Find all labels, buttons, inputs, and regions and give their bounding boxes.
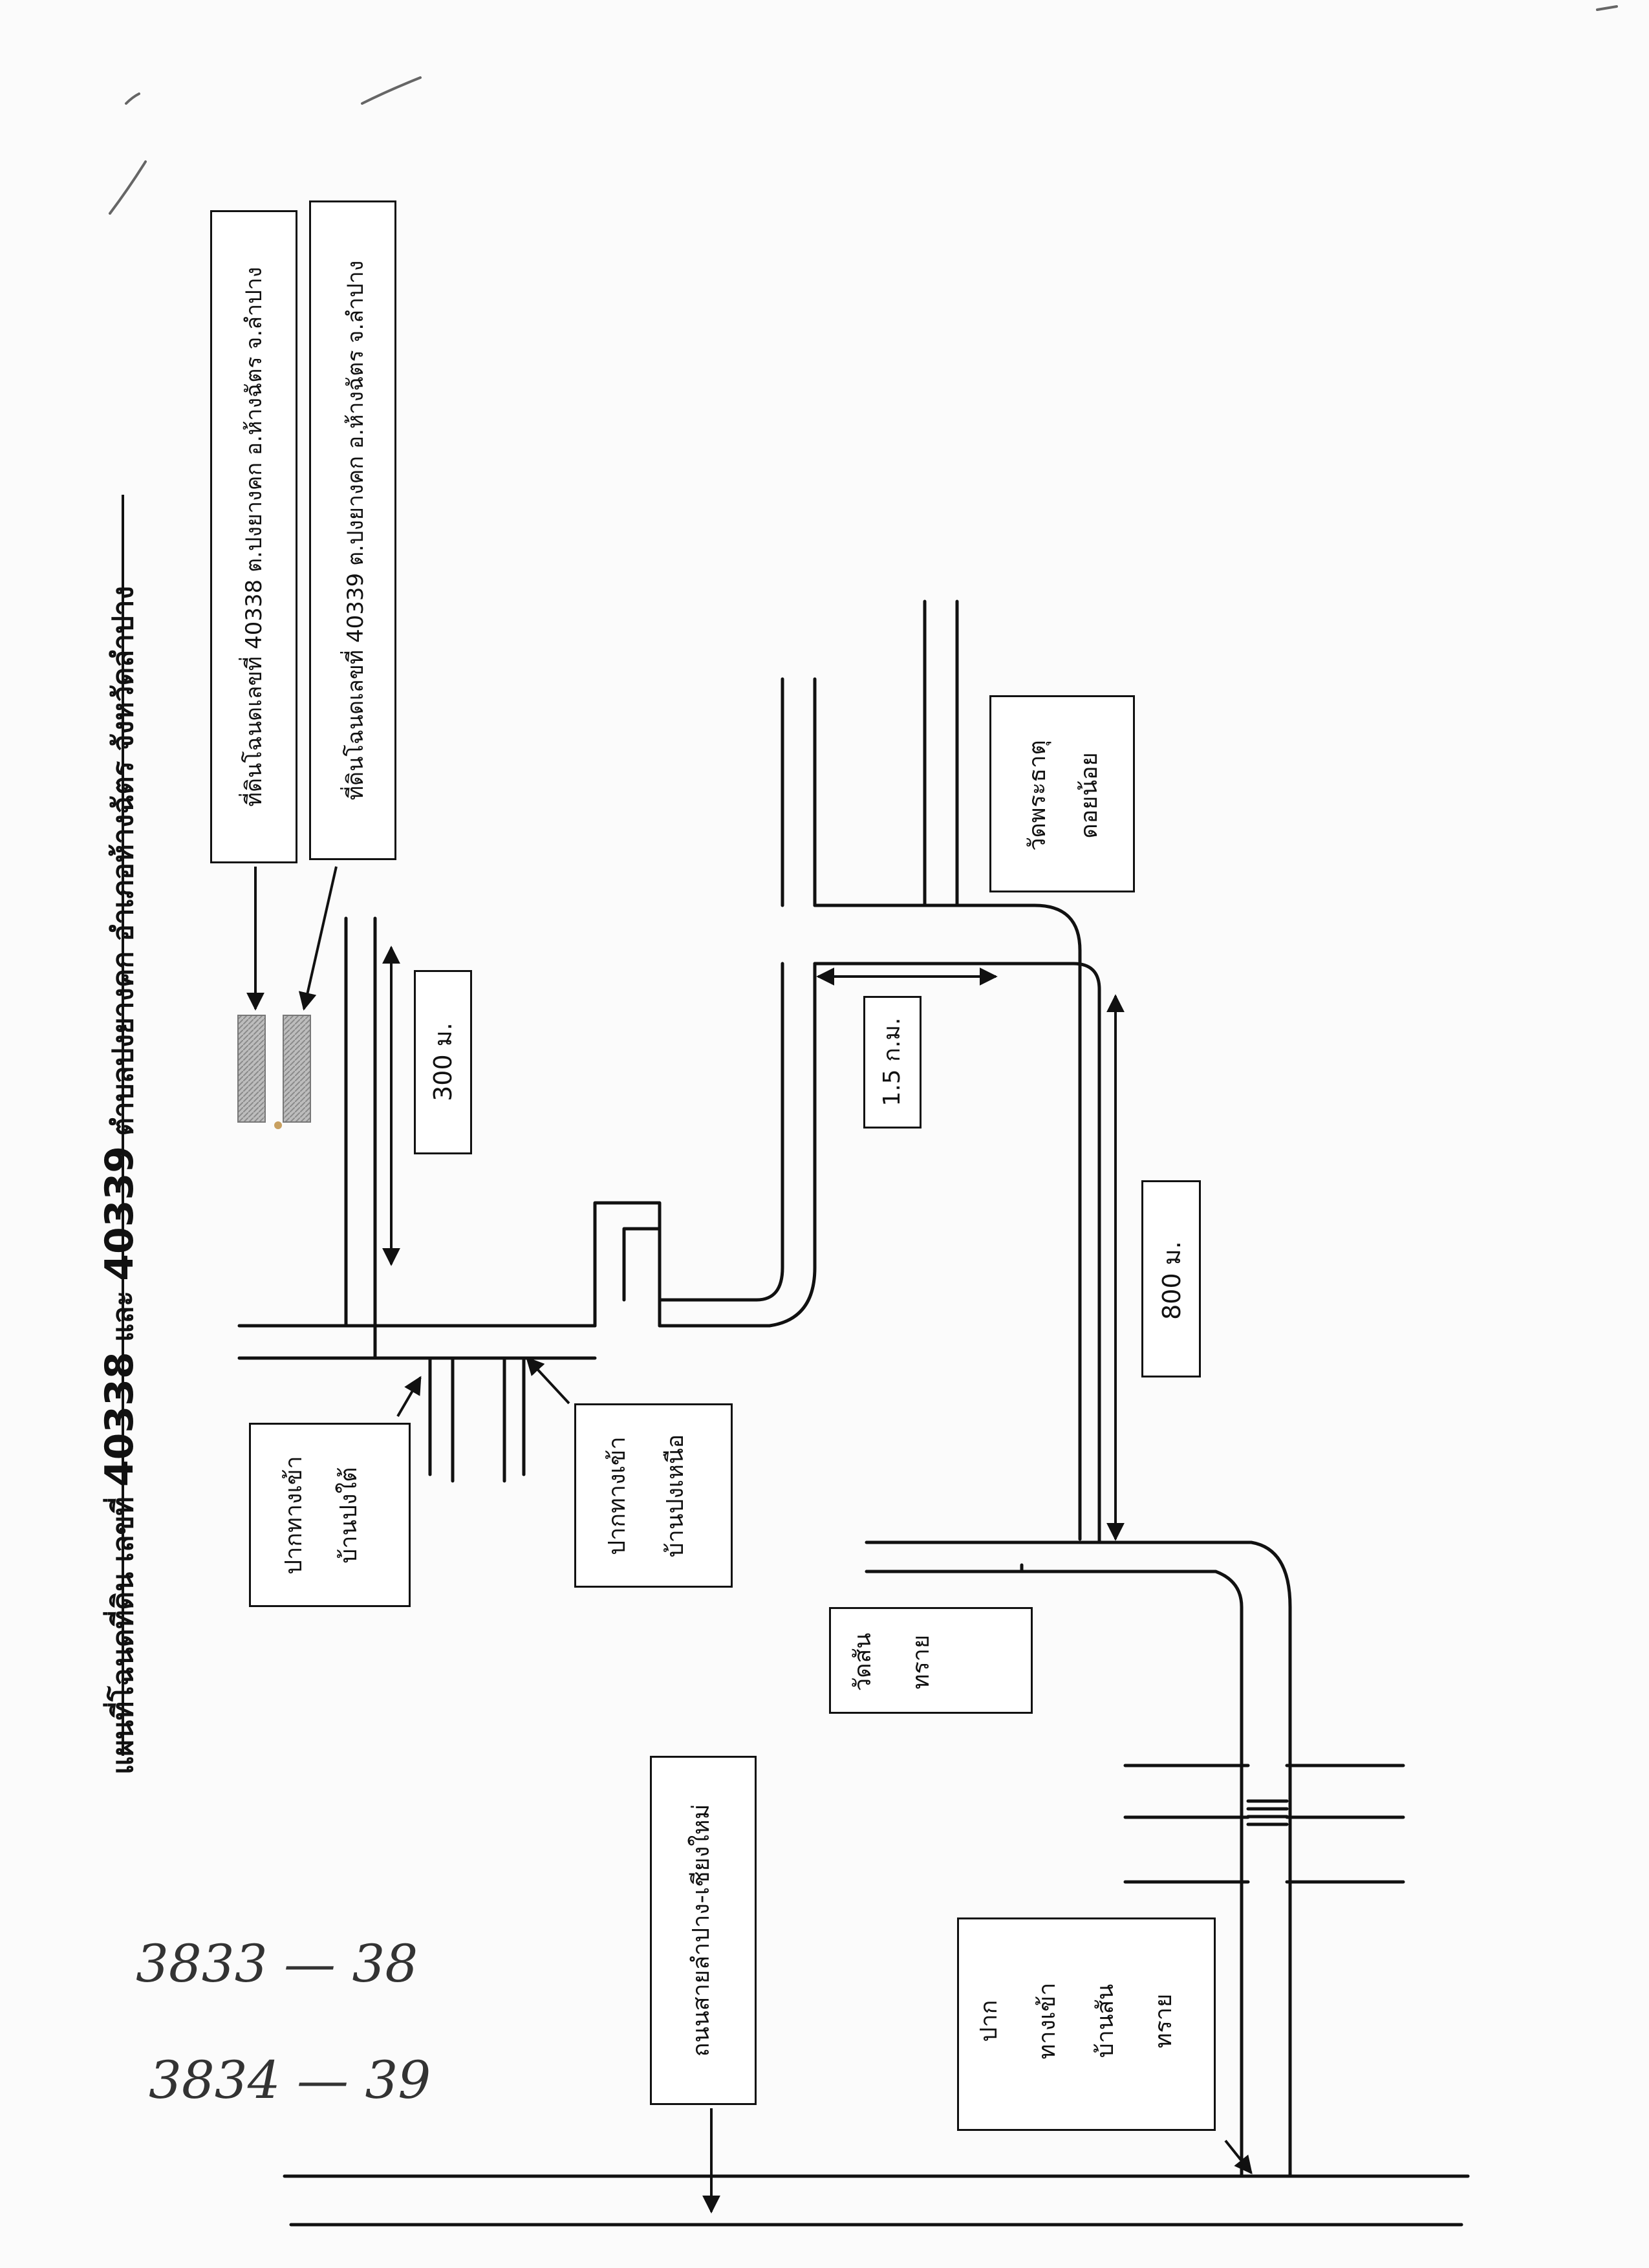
entry-pong-tai-label-1: ปากทางเข้า: [281, 1456, 307, 1575]
wat-sansai-label-1: วัดสัน: [850, 1632, 876, 1692]
main-road-left: [813, 962, 1101, 1544]
entry-sansai-label-1: ปาก: [976, 2000, 1002, 2042]
entry-pong-nuea-label-2: บ้านปงเหนือ: [662, 1434, 689, 1558]
parcel-40339-label: ที่ดินโฉนดเลขที่ 40339 ต.ปงยางคก อ.ห้างฉ…: [343, 260, 369, 801]
entry-pong-tai-label-2: บ้านปงใต้: [336, 1467, 362, 1564]
wat-sansai-box: [829, 1607, 1033, 1714]
distance-1500m-box: [863, 996, 921, 1129]
wat-phrathat-box: [989, 695, 1135, 892]
entry-sansai-box: [957, 1917, 1216, 2131]
entry-pong-nuea-box: [574, 1403, 733, 1588]
distance-1500m-label: 1.5 ก.ม.: [879, 1017, 905, 1107]
title-underline: [122, 495, 124, 1756]
wat-phrathat-label-2: ดอยน้อย: [1076, 752, 1103, 839]
title-num2: 40339: [97, 1145, 142, 1281]
handwritten-note-2: 3834 — 39: [149, 2050, 431, 2110]
highway-label: ถนนสายลำปาง-เชียงใหม่: [688, 1804, 715, 2057]
parcel-40338-shape: [237, 1015, 266, 1123]
sansai-road-right: [1097, 1540, 1292, 2178]
distance-800m-label: 800 ม.: [1158, 1241, 1186, 1320]
title-num1: 40338: [97, 1352, 142, 1487]
parcel-40339-shape: [283, 1015, 311, 1123]
sansai-road-left: [1097, 1570, 1244, 2178]
entry-sansai-label-4: ทราย: [1150, 1993, 1177, 2049]
distance-300m-label: 300 ม.: [429, 1022, 457, 1101]
parcel-40338-label: ที่ดินโฉนดเลขที่ 40338 ต.ปงยางคก อ.ห้างฉ…: [241, 266, 267, 807]
parcel-40338-label-box: [210, 210, 297, 863]
page-title: แผนที่โฉนดที่ดิน เลขที่ 40338 และ 40339 …: [97, 210, 142, 2150]
distance-300m-box: [414, 970, 472, 1154]
entry-sansai-label-2: ทางเข้า: [1034, 1982, 1061, 2060]
distance-800m-box: [1141, 1180, 1201, 1377]
entry-pong-nuea-label-1: ปากทางเข้า: [604, 1436, 630, 1555]
highway-label-box: [650, 1756, 757, 2105]
entry-sansai-label-3: บ้านสัน: [1092, 1983, 1119, 2058]
wat-phrathat-label-1: วัดพระธาตุ: [1024, 740, 1051, 851]
entry-pong-tai-box: [249, 1423, 411, 1607]
parcel-40339-label-box: [309, 200, 396, 860]
wat-sansai-label-2: ทราย: [908, 1634, 934, 1690]
handwritten-note-1: 3833 — 38: [136, 1934, 418, 1994]
